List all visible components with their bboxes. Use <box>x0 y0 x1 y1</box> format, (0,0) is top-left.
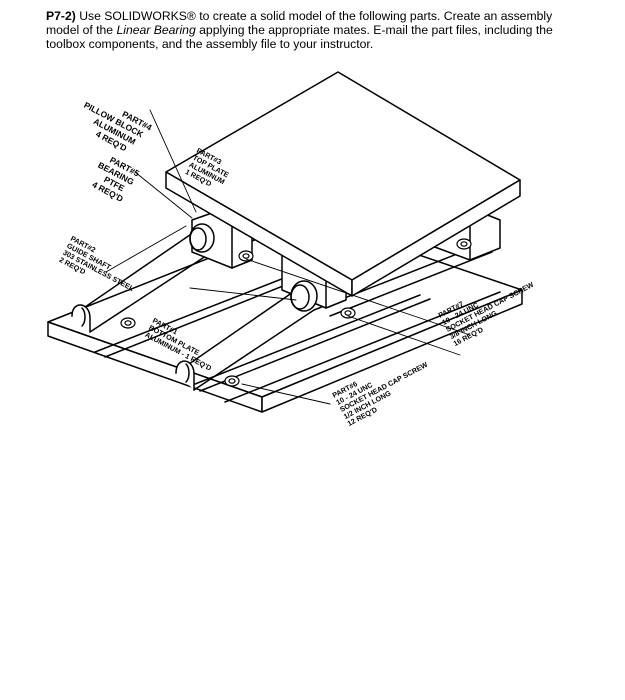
problem-statement: P7-2) Use SOLIDWORKS® to create a solid … <box>46 9 586 51</box>
screw-head <box>238 250 254 262</box>
problem-text-part-2: applying the appropriate mates. E-mail t… <box>46 23 553 51</box>
top-plate <box>165 71 521 297</box>
problem-number: P7-2) <box>46 9 76 23</box>
guide-shaft-right <box>175 244 493 391</box>
screw-head <box>456 238 472 250</box>
screw-head <box>340 307 356 319</box>
screw-group <box>120 238 472 387</box>
callout-part4: PART#4 PILLOW BLOCK ALUMINUM 4 REQ'D <box>82 100 153 154</box>
screw-head <box>224 375 240 387</box>
assembly-name: Linear Bearing <box>116 23 196 37</box>
problem-text-part-1: Use SOLIDWORKS® to create a solid model … <box>46 9 553 37</box>
callout-part5: PART#5 BEARING PTFE 4 REQ'D <box>91 155 142 204</box>
guide-shaft-left <box>71 227 213 333</box>
pillow-block-back <box>189 205 253 269</box>
callout-part2: PART#2 GUIDE SHAFT 303 STAINLESS STEEL 2… <box>58 234 136 293</box>
leader-lines <box>105 109 471 405</box>
screw-head <box>120 317 136 329</box>
